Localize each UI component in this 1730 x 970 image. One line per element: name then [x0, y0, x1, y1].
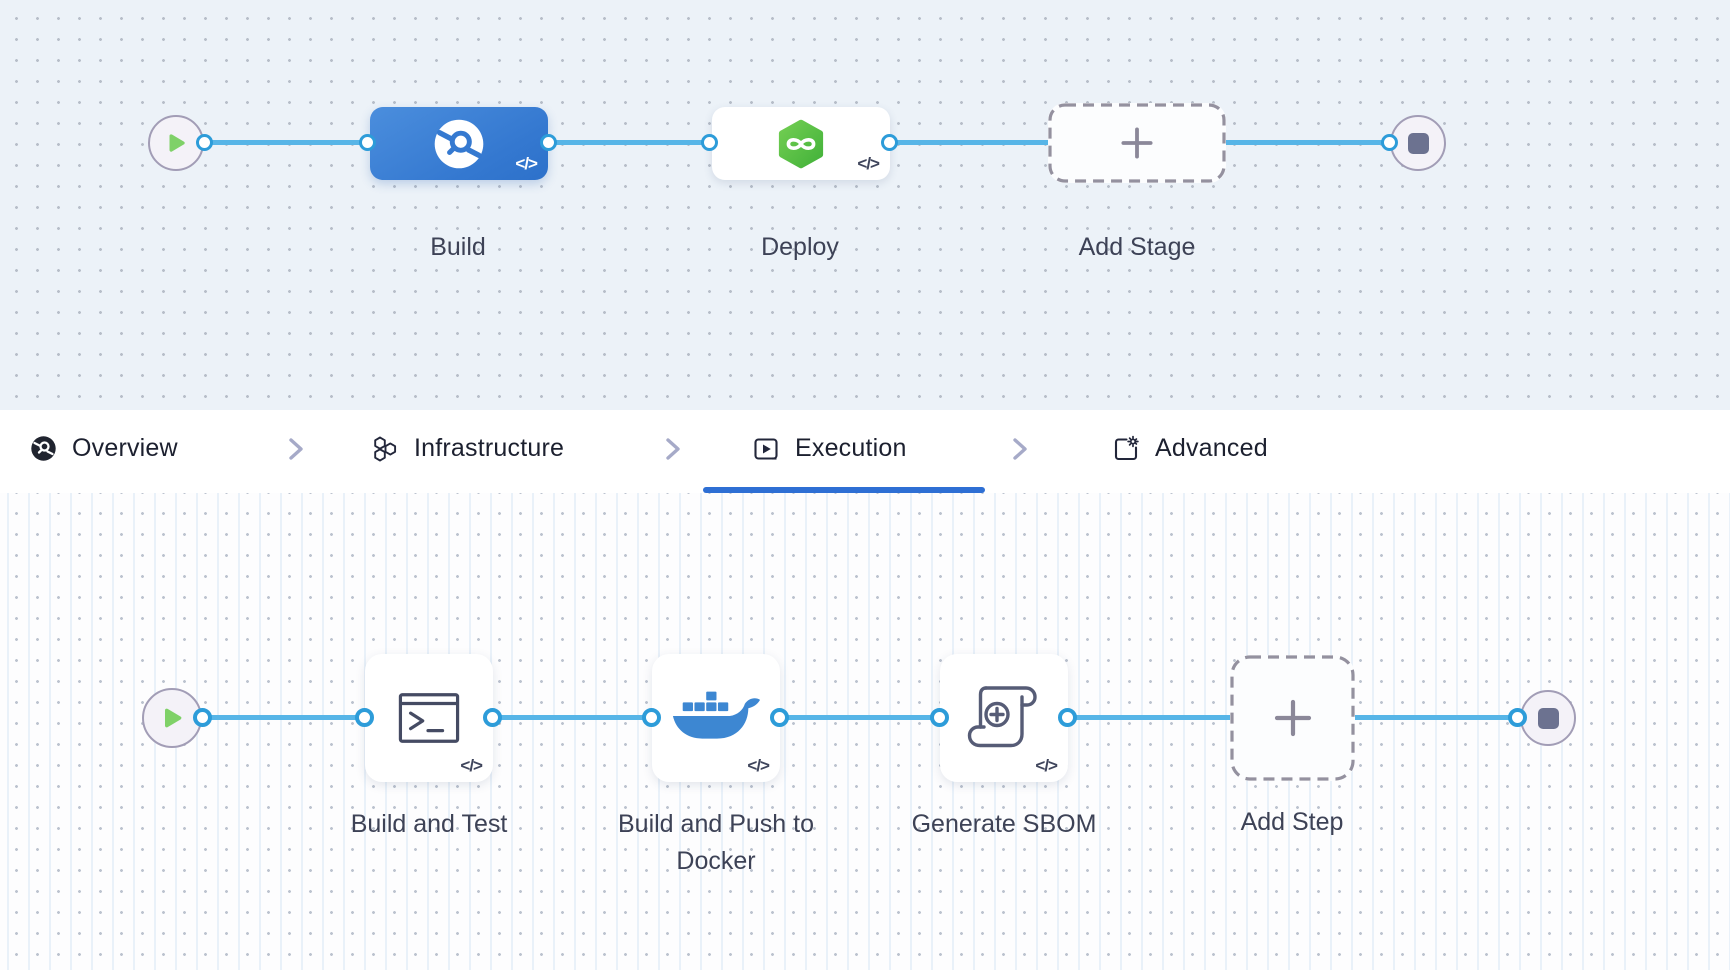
stage-canvas[interactable]: </> </>: [0, 0, 1730, 410]
port-build-in[interactable]: [359, 134, 376, 151]
add-stage-button[interactable]: [1048, 103, 1226, 183]
sbom-scroll-icon: [967, 686, 1037, 748]
hexagons-icon: [374, 436, 397, 461]
tab-overview[interactable]: Overview: [30, 410, 178, 487]
step-label-build-and-push: Build and Push to Docker: [618, 810, 814, 875]
port-start-out[interactable]: [196, 134, 213, 151]
port-end-in[interactable]: [1508, 708, 1527, 727]
port-docker-in[interactable]: [642, 708, 661, 727]
execution-end-node[interactable]: [1520, 690, 1576, 746]
execution-canvas[interactable]: </> </> </>: [0, 493, 1730, 970]
stop-icon: [1537, 707, 1559, 729]
edge-start-to-buildtest: [203, 715, 365, 720]
execution-start-node[interactable]: [142, 688, 202, 748]
tab-advanced[interactable]: Advanced: [1112, 410, 1268, 487]
stage-node-deploy[interactable]: </>: [712, 107, 890, 180]
code-view-chip[interactable]: </>: [1035, 756, 1058, 775]
play-icon: [169, 134, 185, 152]
pipeline-start-node[interactable]: [148, 115, 204, 171]
plus-icon: [1274, 699, 1311, 737]
play-icon: [165, 708, 182, 728]
add-step-button[interactable]: [1230, 655, 1355, 781]
port-end-in[interactable]: [1381, 134, 1398, 151]
overview-ci-icon: [31, 436, 56, 461]
chevron-right-icon: [289, 438, 303, 460]
port-sbom-in[interactable]: [930, 708, 949, 727]
stage-label-deploy: Deploy: [761, 233, 839, 261]
step-label-build-and-test: Build and Test: [350, 810, 508, 838]
step-label-generate-sbom: Generate SBOM: [911, 810, 1097, 838]
stage-node-build[interactable]: </>: [370, 107, 548, 180]
step-node-build-and-push-docker[interactable]: </>: [652, 654, 780, 782]
dashed-frame: [1230, 655, 1355, 781]
edge-build-to-deploy: [548, 140, 710, 145]
harness-cd-icon: [778, 119, 824, 168]
tab-label: Execution: [795, 434, 907, 462]
edge-docker-to-sbom: [780, 715, 940, 720]
chevron-right-icon: [666, 438, 680, 460]
dashed-frame: [1048, 103, 1226, 183]
chevron-right-icon: [1013, 438, 1027, 460]
tab-execution[interactable]: Execution: [752, 410, 907, 487]
port-build-out[interactable]: [540, 134, 557, 151]
advanced-gear-icon: [1114, 435, 1139, 460]
port-buildtest-out[interactable]: [483, 708, 502, 727]
code-view-chip[interactable]: </>: [460, 756, 483, 775]
stop-icon: [1407, 132, 1429, 154]
port-buildtest-in[interactable]: [355, 708, 374, 727]
add-stage-label: Add Stage: [1078, 233, 1196, 261]
tab-label: Overview: [72, 434, 178, 462]
port-deploy-in[interactable]: [701, 134, 718, 151]
pipeline-end-node[interactable]: [1390, 115, 1446, 171]
tab-infrastructure[interactable]: Infrastructure: [371, 410, 564, 487]
port-deploy-out[interactable]: [881, 134, 898, 151]
tab-label: Advanced: [1155, 434, 1268, 462]
port-start-out[interactable]: [193, 708, 212, 727]
port-sbom-out[interactable]: [1058, 708, 1077, 727]
port-docker-out[interactable]: [770, 708, 789, 727]
step-node-generate-sbom[interactable]: </>: [940, 654, 1068, 782]
harness-ci-icon: [434, 119, 484, 168]
stage-label-build: Build: [430, 233, 486, 261]
step-node-build-and-test[interactable]: </>: [365, 654, 493, 782]
code-view-chip[interactable]: </>: [747, 756, 770, 775]
play-square-icon: [754, 437, 778, 460]
code-view-chip[interactable]: </>: [857, 154, 880, 173]
plus-icon: [1121, 127, 1153, 159]
code-view-chip[interactable]: </>: [515, 154, 538, 173]
add-step-label: Add Step: [1240, 808, 1344, 836]
terminal-icon: [398, 693, 460, 743]
tab-label: Infrastructure: [414, 434, 565, 462]
edge-buildtest-to-docker: [493, 715, 652, 720]
stage-tabbar: Overview Infrastructure: [0, 410, 1730, 493]
active-tab-underline: [703, 487, 985, 493]
edge-start-to-build: [205, 140, 368, 145]
docker-whale-icon: [672, 691, 761, 739]
